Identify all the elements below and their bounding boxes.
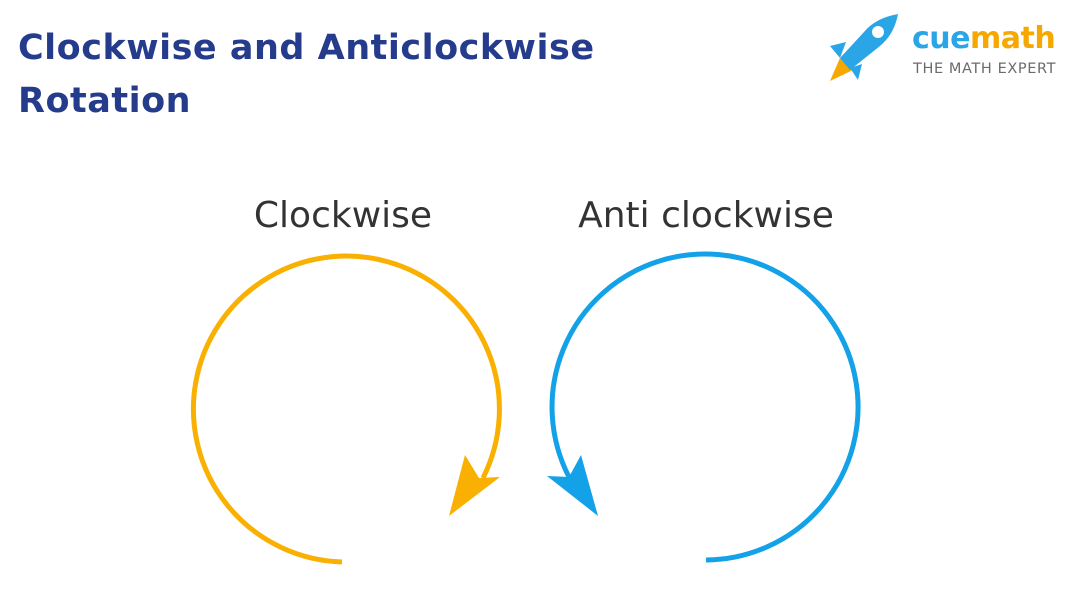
anticlockwise-arrowhead <box>547 455 598 516</box>
page-title-line-1: Clockwise and Anticlockwise <box>18 28 595 68</box>
brand-name-math: math <box>970 21 1056 56</box>
brand-tagline: THE MATH EXPERT <box>913 61 1057 77</box>
clockwise-arrow <box>190 253 502 565</box>
anticlockwise-label: Anti clockwise <box>578 195 834 236</box>
rocket-icon <box>830 14 898 81</box>
page-title: Clockwise and Anticlockwise Rotation <box>18 22 658 128</box>
clockwise-arc <box>190 253 502 565</box>
brand-name: cuemath <box>912 21 1056 56</box>
clockwise-label: Clockwise <box>254 195 432 236</box>
brand-name-cue: cue <box>912 21 971 56</box>
clockwise-arrowhead <box>449 455 500 516</box>
anticlockwise-arrow <box>547 251 861 563</box>
cuemath-logo: cuemath THE MATH EXPERT <box>826 12 1071 84</box>
anticlockwise-arc <box>549 251 861 563</box>
page-title-line-2: Rotation <box>18 81 192 121</box>
